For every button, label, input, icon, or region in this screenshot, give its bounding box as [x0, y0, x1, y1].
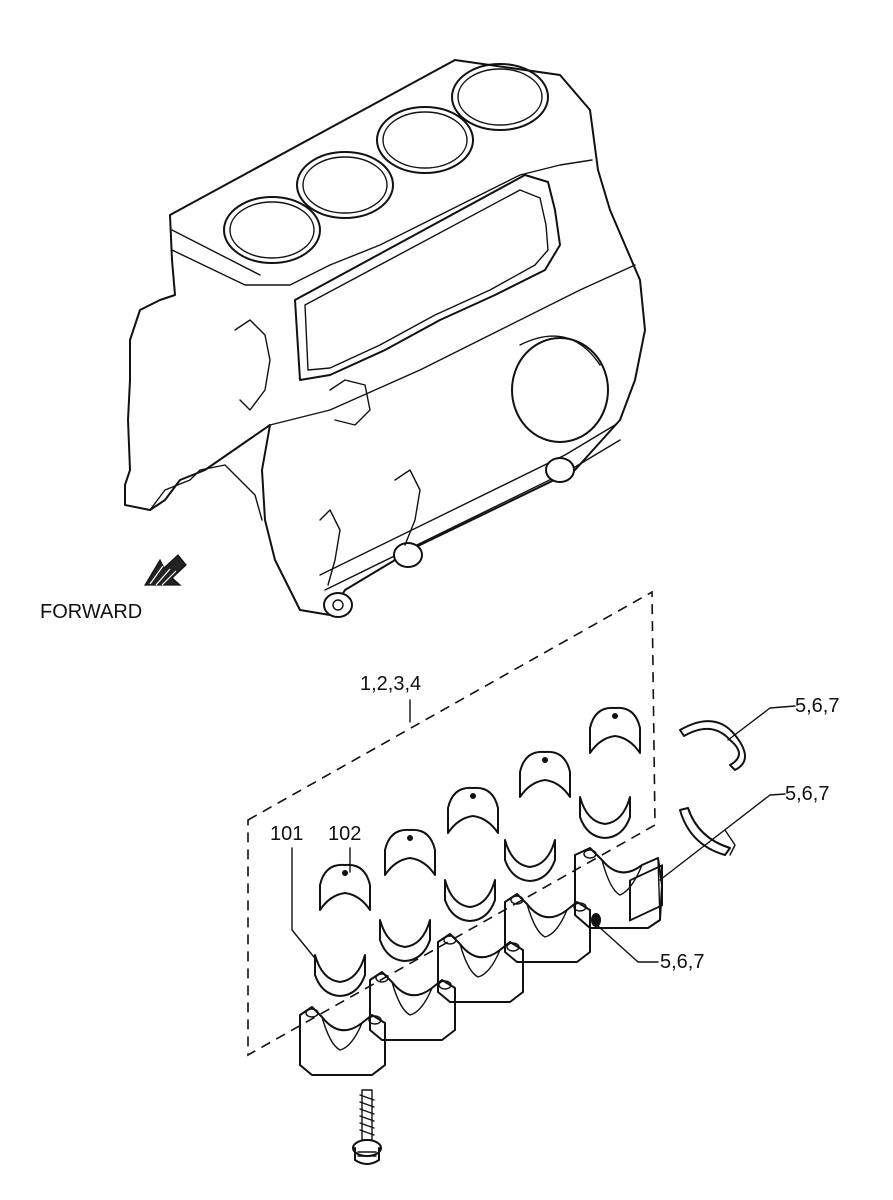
bearing-shell-lower [579, 796, 631, 839]
thrust-washer-upper-top [679, 720, 746, 771]
thrust-washer-lower-middle [679, 807, 736, 856]
thrust-washer-small-bottom [591, 913, 601, 927]
callout-thrust-washer-bottom: 5,6,7 [660, 951, 704, 973]
bearing-shell-lower [379, 919, 431, 962]
bearing-shell-upper [384, 828, 436, 876]
bearing-shell-upper [319, 863, 371, 911]
bearing-cap [369, 971, 456, 1041]
forward-label: FORWARD [40, 601, 142, 623]
bearing-cap [299, 1006, 386, 1076]
bearing-shell-lower [504, 839, 556, 882]
bearing-shell-upper [447, 786, 499, 834]
callout-thrust-washer-top: 5,6,7 [795, 695, 839, 717]
bearing-cap [504, 893, 591, 963]
bearing-shell-lower [314, 954, 366, 997]
cylinder-block [124, 59, 646, 618]
main-bearing-bolt [352, 1089, 382, 1165]
callout-upper-bearing: 101 [270, 823, 303, 845]
lower-bearing-shells [314, 796, 631, 997]
bearing-shell-lower [444, 879, 496, 922]
bearing-group-boundary [247, 590, 656, 1057]
callout-lower-bearing: 102 [328, 823, 361, 845]
bearing-shell-upper [589, 706, 641, 754]
forward-arrow-icon [143, 554, 187, 586]
main-bearing-caps [299, 847, 663, 1076]
upper-bearing-shells [319, 706, 641, 911]
callout-thrust-washer-middle: 5,6,7 [785, 783, 829, 805]
bearing-cap [437, 933, 524, 1003]
bearing-shell-upper [519, 750, 571, 798]
callout-main-bearings: 1,2,3,4 [360, 673, 421, 695]
bearing-cap-rear [574, 847, 663, 929]
